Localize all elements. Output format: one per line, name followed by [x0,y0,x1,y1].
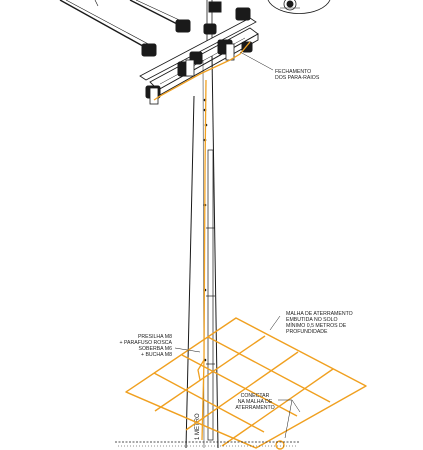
label-malha: MALHA DE ATERRAMENTO EMBUTIDA NO SOLO MÍ… [286,311,353,335]
label-line: DOS PARA-RAIOS [275,75,320,81]
cable-conduit [206,149,215,441]
label-line: CONECTAR [240,393,270,399]
label-line: + PARAFUSO ROSCA [119,340,172,346]
label-conectar: CONECTAR NA MALHA DE ATERRAMENTO [232,393,278,411]
label-presilha: PRESILHA M8 + PARAFUSO ROSCA SOBERBA M6 … [110,334,172,358]
label-line: MALHA DE ATERRAMENTO [286,311,353,317]
label-line: NA MALHA DE [237,399,273,405]
label-line: PROFUNDIDADE [286,329,328,335]
label-line: EMBUTIDA NO SOLO [286,317,338,323]
label-line: + BUCHA M8 [141,352,172,358]
ground-surface [115,441,300,447]
leader-lines [174,51,301,439]
overhead-conductors [59,0,189,51]
pole-height-mark: 1 METRO [195,413,201,440]
pole-top [206,0,222,42]
label-fechamento: FECHAMENTO DOS PARA-RAIOS [275,69,319,81]
label-line: ATERRAMENTO [235,405,275,411]
label-line: SOBERBA M6 [138,346,172,352]
label-line: FECHAMENTO [275,69,312,75]
grounding-mesh [125,317,367,450]
label-line: MÍNIMO 0,5 METROS DE [286,323,347,329]
label-line: PRESILHA M8 [137,334,172,340]
detail-callout-circle [267,0,331,14]
